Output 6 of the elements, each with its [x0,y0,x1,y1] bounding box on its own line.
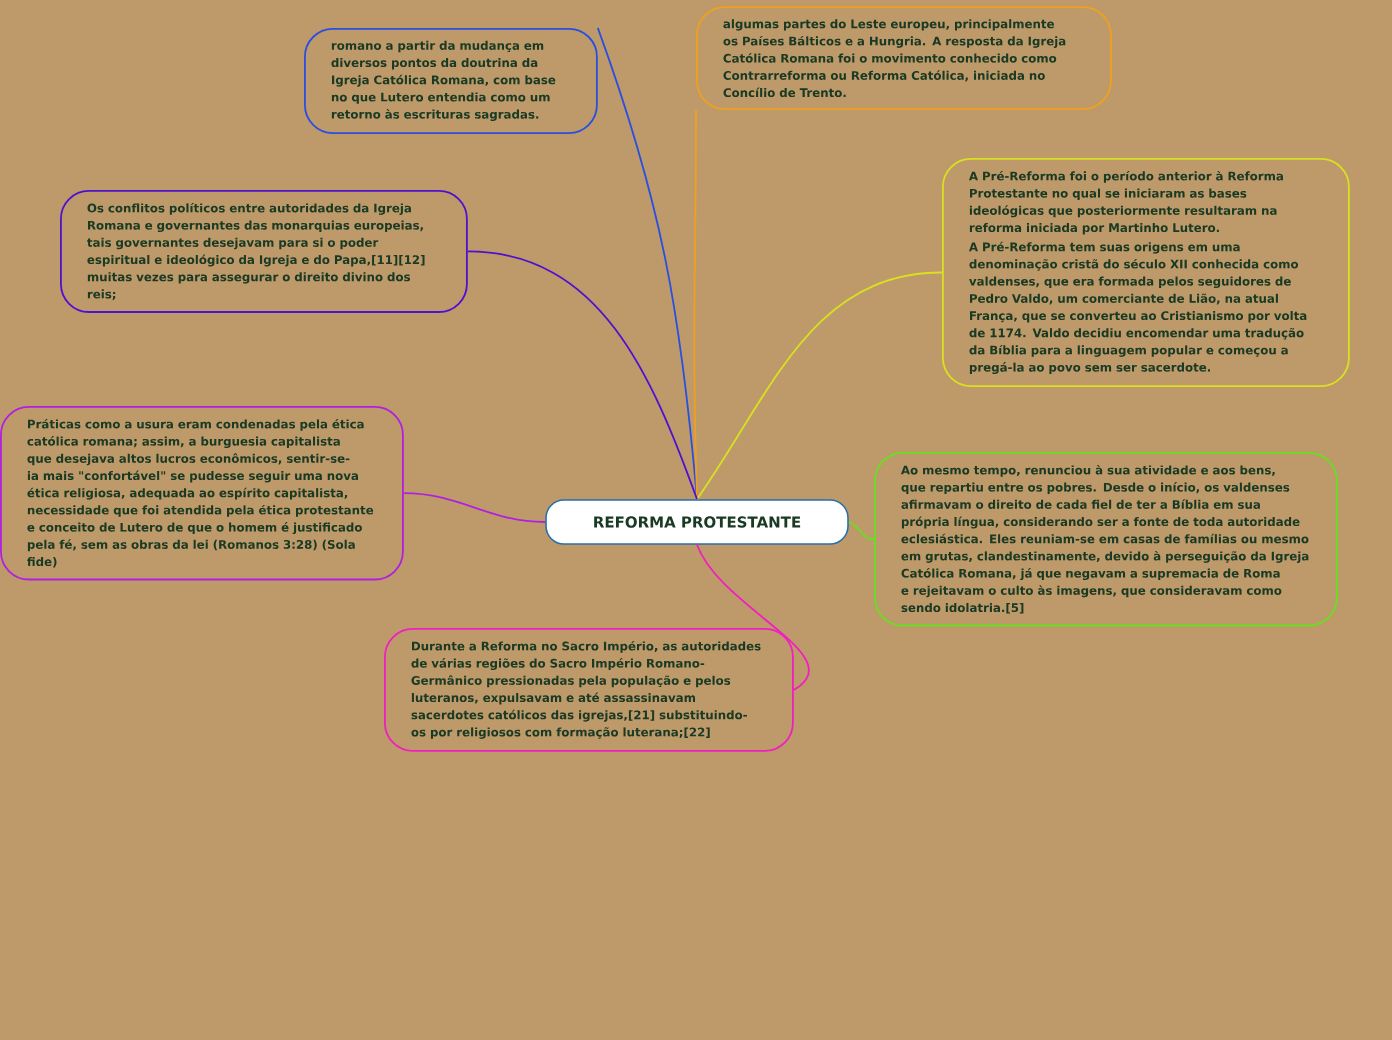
connector-line [402,492,547,523]
connector-line [693,109,698,501]
connector-line [696,543,810,691]
connector-line [466,250,698,501]
connector-line [696,271,943,501]
connector-line [847,521,875,541]
